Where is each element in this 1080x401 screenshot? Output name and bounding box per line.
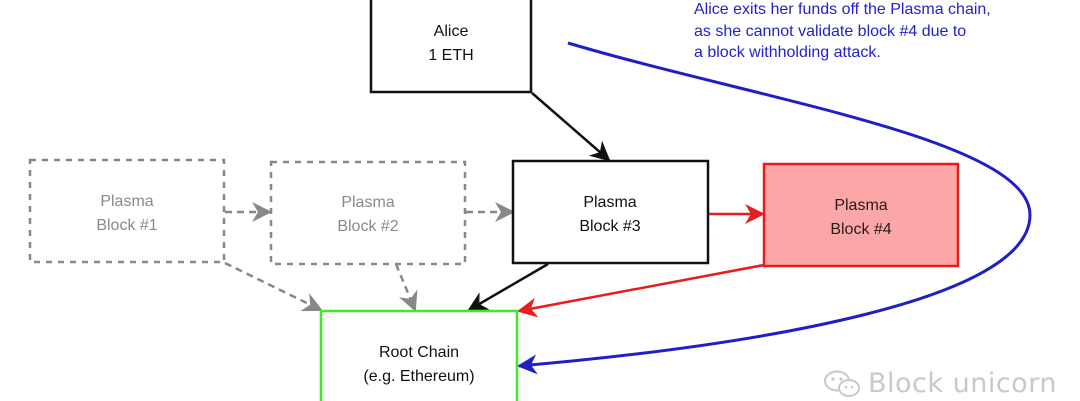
node-root-line2: (e.g. Ethereum): [363, 368, 474, 385]
node-block4: Plasma Block #4: [762, 162, 960, 268]
node-block4-line2: Block #4: [830, 221, 891, 238]
annotation-line-3: a block withholding attack.: [694, 44, 881, 61]
edge-block1-to-root: [224, 261, 323, 312]
node-block2-line1: Plasma: [341, 194, 394, 211]
node-block1: Plasma Block #1: [28, 158, 226, 264]
node-root-chain: Root Chain (e.g. Ethereum): [319, 309, 519, 401]
node-block1-line2: Block #1: [96, 217, 157, 234]
node-block3: Plasma Block #3: [511, 159, 710, 265]
edge-block2-to-root: [394, 263, 418, 312]
node-block2-line2: Block #2: [337, 218, 398, 235]
edge-block3-to-root: [467, 262, 549, 312]
node-alice-line1: Alice: [434, 23, 469, 40]
annotation-line-2: as she cannot validate block #4 due to: [694, 22, 967, 40]
edge-block4-to-root: [517, 263, 765, 318]
edge-alice-to-block3: [531, 92, 611, 162]
watermark: Block unicorn: [822, 368, 1057, 399]
edge-alice-exit-to-root: [517, 41, 1032, 375]
node-alice: Alice 1 ETH: [369, 0, 533, 94]
edges: [224, 41, 1032, 375]
node-block3-line2: Block #3: [579, 218, 640, 235]
watermark-text: Block unicorn: [868, 368, 1057, 399]
node-root-line1: Root Chain: [379, 344, 459, 361]
node-block3-line1: Plasma: [583, 194, 636, 211]
node-block2: Plasma Block #2: [269, 160, 467, 266]
node-block4-line1: Plasma: [834, 197, 887, 214]
annotation-line-1: Alice exits her funds off the Plasma cha…: [694, 1, 991, 18]
node-alice-line2: 1 ETH: [428, 47, 473, 64]
wechat-icon: [824, 370, 860, 397]
node-block1-line1: Plasma: [100, 193, 153, 210]
exit-annotation: Alice exits her funds off the Plasma cha…: [694, 0, 991, 64]
